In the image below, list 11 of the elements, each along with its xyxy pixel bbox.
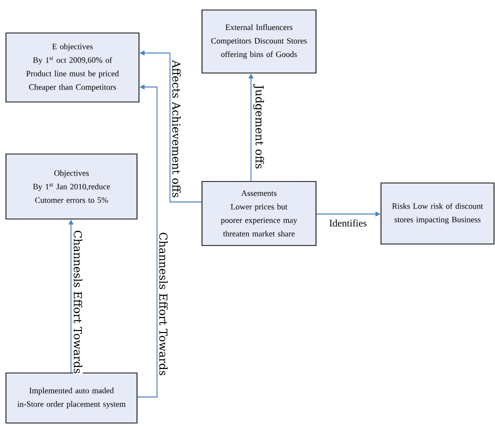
- process-box: Assements Lower prices but poorer experience may threaten market share: [201, 180, 317, 246]
- edge-label: Channesls Effort Towards: [158, 232, 168, 376]
- process-box: Risks Low risk of discount stores impacting Business: [380, 182, 495, 245]
- edge-label: Identifies: [328, 218, 368, 228]
- process-box: E objectives By 1$^{st}$ oct 2009,60% of Product line must be priced Cheaper than Competitors: [5, 32, 140, 103]
- process-box: Objectives By 1$^{st}$ Jan 2010,reduce Cutomer errors to 5%: [5, 153, 138, 220]
- edge-label: Channesls Effort Towards: [73, 230, 83, 374]
- edge-label: Judgement offs: [252, 84, 264, 170]
- edge-label: Affects Achievement offs: [172, 60, 182, 198]
- process-box: External Influencers Competitors Discount Stores offering bins of Goods: [201, 9, 317, 74]
- process-box: Implemented auto maded in-Store order placement system: [5, 372, 138, 424]
